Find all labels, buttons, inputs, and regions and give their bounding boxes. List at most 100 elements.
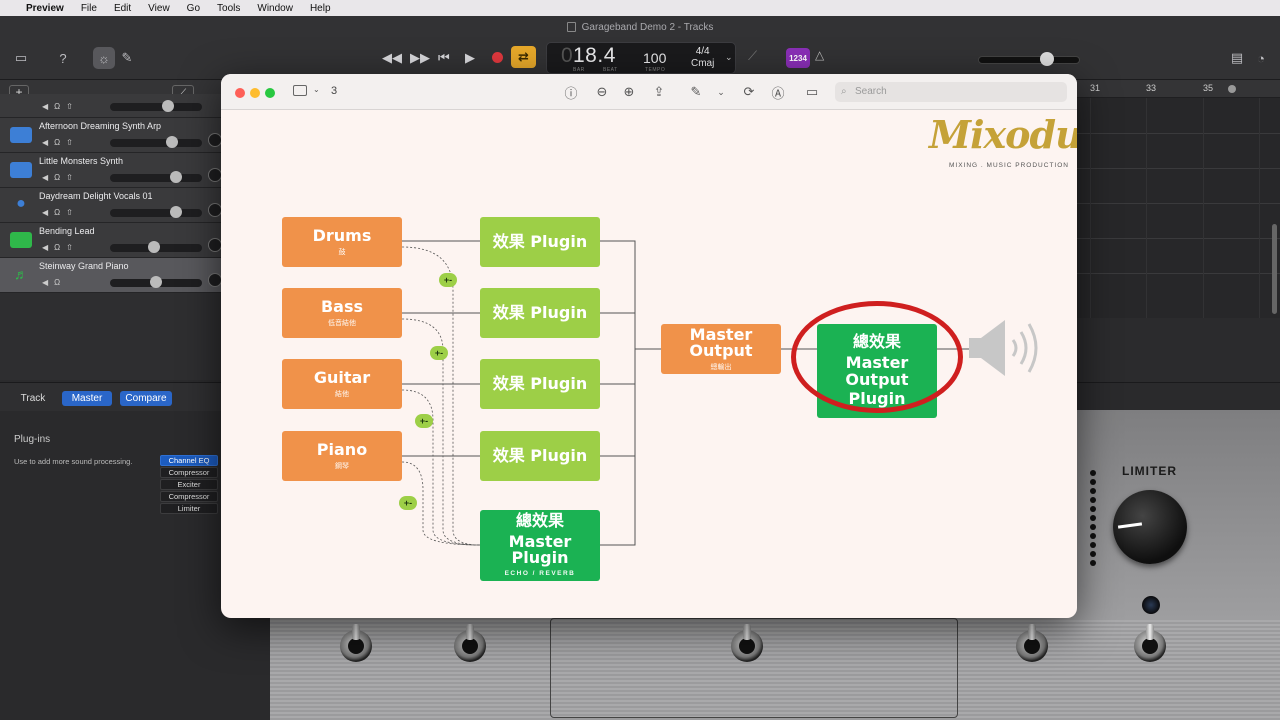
record-button[interactable] [492, 52, 503, 63]
plugin-slot-exciter[interactable]: Exciter [160, 479, 218, 490]
zoom-in-icon[interactable]: ⊕ [623, 84, 635, 99]
timeline-gridline [1146, 98, 1147, 318]
smart-controls-icon[interactable]: ☼ [93, 47, 115, 69]
toggle-switch[interactable] [334, 624, 378, 670]
power-light-icon [1142, 596, 1160, 614]
track-row[interactable]: Bending Lead ◀Ω⇧ [0, 223, 222, 258]
editors-icon[interactable]: ✎ [121, 50, 133, 65]
logo-wordmark: Mixodus [929, 112, 1077, 157]
toggle-switch[interactable] [1010, 624, 1054, 670]
go-to-beginning-icon[interactable]: ⏮ [438, 50, 450, 65]
toggle-switch[interactable] [448, 624, 492, 670]
track-volume-slider[interactable] [110, 209, 202, 217]
tab-master[interactable]: Master [62, 391, 112, 406]
vertical-scrollbar[interactable] [1272, 224, 1277, 314]
chevron-down-icon[interactable]: ⌄ [313, 85, 320, 94]
loop-browser-icon[interactable]: ◔ [1257, 50, 1265, 66]
track-volume-knob[interactable] [162, 100, 174, 112]
add-remove-button[interactable]: +- [399, 496, 417, 510]
library-icon[interactable]: ▭ [14, 50, 28, 65]
markup-icon[interactable]: Ⓐ [771, 85, 785, 101]
timeline-ruler[interactable]: 31 33 35 [1076, 80, 1280, 98]
zoom-button[interactable] [265, 88, 275, 98]
timeline-divider [1076, 133, 1280, 134]
track-buttons[interactable]: ◀Ω⇧ [42, 102, 79, 111]
timeline-area[interactable] [1076, 98, 1280, 318]
track-buttons[interactable]: ◀Ω⇧ [42, 208, 79, 217]
track-volume-knob[interactable] [166, 136, 178, 148]
tab-track[interactable]: Track [20, 393, 46, 404]
metronome-icon[interactable]: △ [815, 48, 825, 62]
plugin-slot-compressor[interactable]: Compressor [160, 491, 218, 502]
play-icon[interactable]: ▶ [465, 50, 475, 65]
menu-tools[interactable]: Tools [217, 2, 241, 14]
lcd-tempo: 100 [643, 50, 667, 66]
master-volume-slider[interactable] [978, 56, 1080, 64]
track-pan-knob[interactable] [208, 133, 222, 147]
cycle-button[interactable]: ⇄ [511, 46, 536, 68]
track-buttons[interactable]: ◀Ω⇧ [42, 138, 79, 147]
zoom-out-icon[interactable]: ⊖ [596, 84, 608, 99]
track-buttons[interactable]: ◀Ω⇧ [42, 243, 79, 252]
menu-go[interactable]: Go [186, 2, 201, 14]
close-button[interactable] [235, 88, 245, 98]
plugin-slot-limiter[interactable]: Limiter [160, 503, 218, 514]
sidebar-icon[interactable] [293, 85, 307, 96]
tuner-icon[interactable]: ⟋ [748, 48, 758, 63]
info-icon[interactable]: ⓘ [564, 85, 578, 101]
track-pan-knob[interactable] [208, 273, 222, 287]
plugins-title: Plug-ins [14, 434, 51, 445]
track-volume-slider[interactable] [110, 103, 202, 111]
share-icon[interactable]: ⇪ [653, 84, 665, 99]
add-remove-button[interactable]: +- [439, 273, 457, 287]
track-pan-knob[interactable] [208, 238, 222, 252]
toggle-switch[interactable] [725, 624, 769, 670]
track-volume-slider[interactable] [110, 139, 202, 147]
menu-view[interactable]: View [148, 2, 170, 14]
plugin-slot-channel-eq[interactable]: Channel EQ [160, 455, 218, 466]
menu-file[interactable]: File [80, 2, 97, 14]
compare-button[interactable]: Compare [120, 391, 172, 406]
track-volume-slider[interactable] [110, 174, 202, 182]
minimize-button[interactable] [250, 88, 260, 98]
notepad-icon[interactable]: ▤ [1230, 50, 1244, 65]
markup-pen-icon[interactable]: ✎ [690, 84, 702, 99]
lcd-display[interactable]: 0 18.4 BAR BEAT 100 TEMPO 4/4 Cmaj ⌄ [546, 42, 736, 74]
count-in-button[interactable]: 1234 [786, 48, 810, 68]
rewind-icon[interactable]: ◀◀ [382, 50, 402, 65]
track-volume-knob[interactable] [170, 171, 182, 183]
track-row[interactable]: ◀Ω⇧ [0, 94, 222, 118]
menu-help[interactable]: Help [309, 2, 331, 14]
track-row-selected[interactable]: ♬ Steinway Grand Piano ◀Ω [0, 258, 222, 293]
toggle-switch[interactable] [1128, 624, 1172, 670]
track-row[interactable]: Afternoon Dreaming Synth Arp ◀Ω⇧ [0, 118, 222, 153]
track-row[interactable]: ● Daydream Delight Vocals 01 ◀Ω⇧ [0, 188, 222, 223]
fast-forward-icon[interactable]: ▶▶ [410, 50, 430, 65]
amp-frame [550, 618, 958, 718]
chevron-down-icon[interactable]: ⌄ [717, 86, 725, 97]
track-buttons[interactable]: ◀Ω [42, 278, 67, 287]
plugin-slot-compressor[interactable]: Compressor [160, 467, 218, 478]
track-pan-knob[interactable] [208, 168, 222, 182]
source-title: Piano [316, 439, 368, 459]
zoom-knob[interactable] [1228, 85, 1236, 93]
rotate-icon[interactable]: ⟳ [743, 84, 755, 99]
help-icon[interactable]: ? [59, 50, 67, 66]
track-volume-knob[interactable] [150, 276, 162, 288]
chevron-down-icon[interactable]: ⌄ [725, 52, 733, 62]
source-subtitle: 鼓 [338, 248, 346, 256]
menu-app-name[interactable]: Preview [26, 2, 64, 14]
track-row[interactable]: Little Monsters Synth ◀Ω⇧ [0, 153, 222, 188]
add-remove-button[interactable]: +- [430, 346, 448, 360]
vocal-person-icon: ● [16, 195, 26, 212]
track-buttons[interactable]: ◀Ω⇧ [42, 173, 79, 182]
menu-edit[interactable]: Edit [113, 2, 132, 14]
track-pan-knob[interactable] [208, 203, 222, 217]
track-volume-knob[interactable] [148, 241, 160, 253]
search-input[interactable]: ⌕ Search [835, 82, 1067, 102]
form-fill-icon[interactable]: ▭ [805, 84, 819, 99]
add-remove-button[interactable]: +- [415, 414, 433, 428]
menu-window[interactable]: Window [257, 2, 293, 14]
master-volume-knob[interactable] [1040, 52, 1054, 66]
track-volume-knob[interactable] [170, 206, 182, 218]
